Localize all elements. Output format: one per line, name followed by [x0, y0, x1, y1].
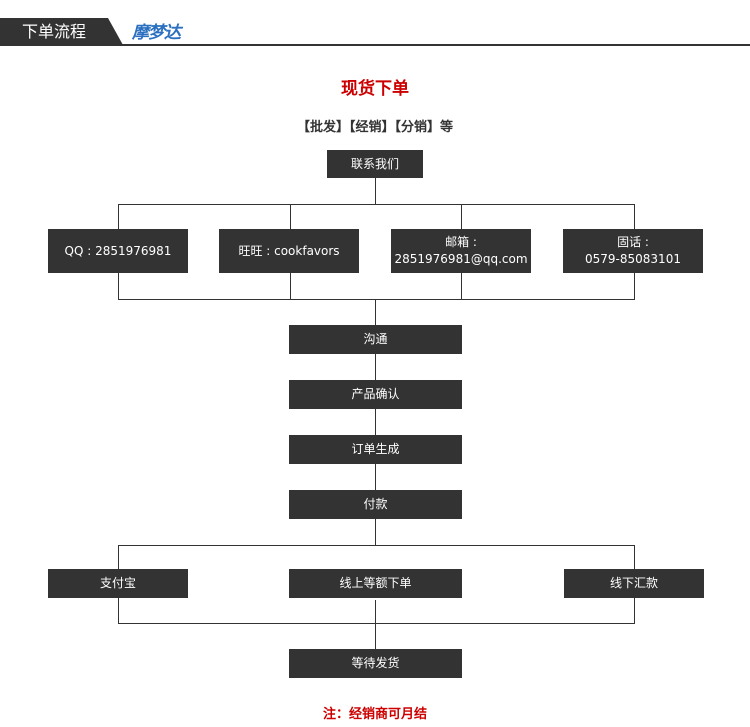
connector [118, 545, 635, 546]
step-payment: 付款 [289, 490, 462, 519]
payment-offline: 线下汇款 [564, 569, 704, 598]
connector [118, 623, 635, 624]
contact-wangwang: 旺旺 : cookfavors [219, 229, 359, 273]
contact-qq: QQ : 2851976981 [48, 229, 188, 273]
connector [118, 299, 635, 300]
header-divider [0, 44, 750, 46]
step-await-shipping: 等待发货 [289, 649, 462, 678]
connector [375, 299, 376, 545]
contact-phone: 固话 : 0579-85083101 [563, 229, 703, 273]
step-communicate: 沟通 [289, 325, 462, 354]
payment-alipay: 支付宝 [48, 569, 188, 598]
page-subtitle: 【批发】【经销】【分销】等 [296, 120, 453, 135]
page-title: 现货下单 [341, 79, 409, 99]
contact-email: 邮箱 : 2851976981@qq.com [391, 229, 531, 273]
step-create-order: 订单生成 [289, 435, 462, 464]
connector [118, 204, 635, 205]
contact-phone-value: 0579-85083101 [585, 252, 681, 266]
section-tab: 下单流程 [0, 18, 123, 45]
brand-logo: 摩梦达 [132, 23, 181, 43]
contact-wangwang-text: 旺旺 : cookfavors [238, 243, 340, 258]
contact-us-box: 联系我们 [327, 150, 423, 178]
step-confirm-product: 产品确认 [289, 380, 462, 409]
dealer-note: 注：经销商可月结 [322, 707, 427, 722]
connector [375, 600, 376, 649]
contact-email-label: 邮箱 : [445, 235, 477, 249]
contact-phone-label: 固话 : [617, 235, 649, 249]
contact-qq-text: QQ : 2851976981 [64, 243, 172, 258]
payment-online: 线上等额下单 [289, 569, 462, 598]
connector [375, 178, 376, 204]
contact-email-value: 2851976981@qq.com [394, 252, 528, 266]
